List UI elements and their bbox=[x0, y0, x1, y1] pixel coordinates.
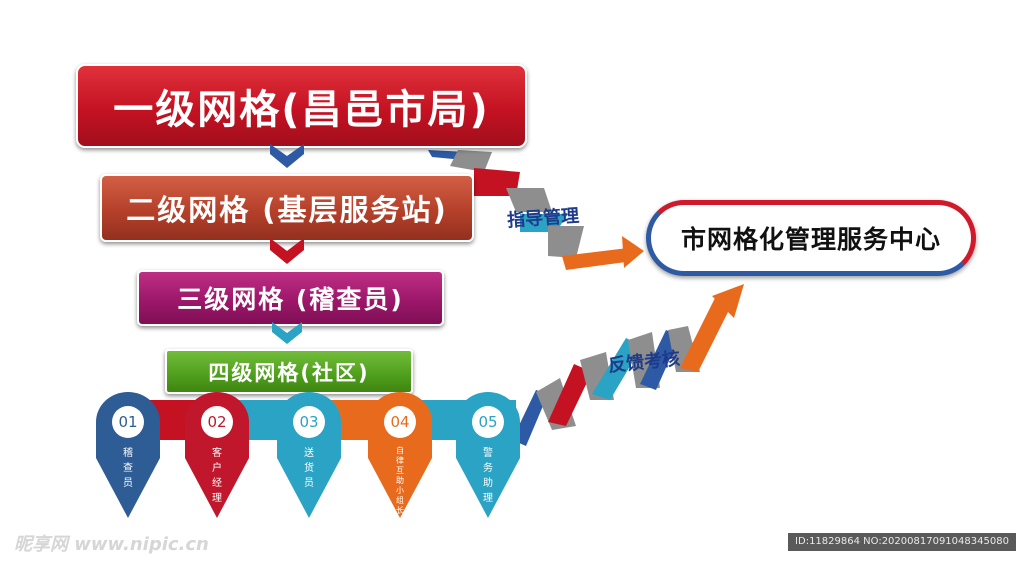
pin-item-01: 01 稽查员 bbox=[94, 392, 162, 520]
pin-label: 警务助理 bbox=[483, 448, 493, 504]
pin-number: 02 bbox=[201, 406, 233, 438]
image-id-bar: ID:11829864 NO:20200817091048345080 bbox=[788, 533, 1016, 551]
pin-label: 自律互助小组长 bbox=[396, 446, 404, 515]
pin-item-04: 04 自律互助小组长 bbox=[366, 392, 434, 520]
city-grid-center-node: 市网格化管理服务中心 bbox=[646, 200, 976, 276]
pin-item-03: 03 送货员 bbox=[275, 392, 343, 520]
pin-number: 04 bbox=[384, 406, 416, 438]
pin-label: 送货员 bbox=[304, 448, 314, 489]
level1-grid-bar: 一级网格(昌邑市局) bbox=[76, 64, 527, 148]
level3-grid-bar: 三级网格 (稽查员) bbox=[137, 270, 444, 326]
level2-grid-bar: 二级网格 (基层服务站) bbox=[100, 174, 474, 242]
pin-label: 稽查员 bbox=[123, 448, 133, 489]
chevron-down-icon bbox=[270, 238, 304, 264]
level4-grid-bar: 四级网格(社区) bbox=[165, 349, 413, 394]
guidance-label: 指导管理 bbox=[506, 205, 580, 232]
pin-number: 01 bbox=[112, 406, 144, 438]
pin-number: 03 bbox=[293, 406, 325, 438]
chevron-down-icon bbox=[272, 322, 302, 344]
pin-item-02: 02 客户经理 bbox=[183, 392, 251, 520]
watermark: 昵享网 www.nipic.cn bbox=[14, 534, 209, 555]
pin-label: 客户经理 bbox=[212, 448, 222, 504]
pin-number: 05 bbox=[472, 406, 504, 438]
pin-item-05: 05 警务助理 bbox=[454, 392, 522, 520]
chevron-down-icon bbox=[270, 144, 304, 168]
